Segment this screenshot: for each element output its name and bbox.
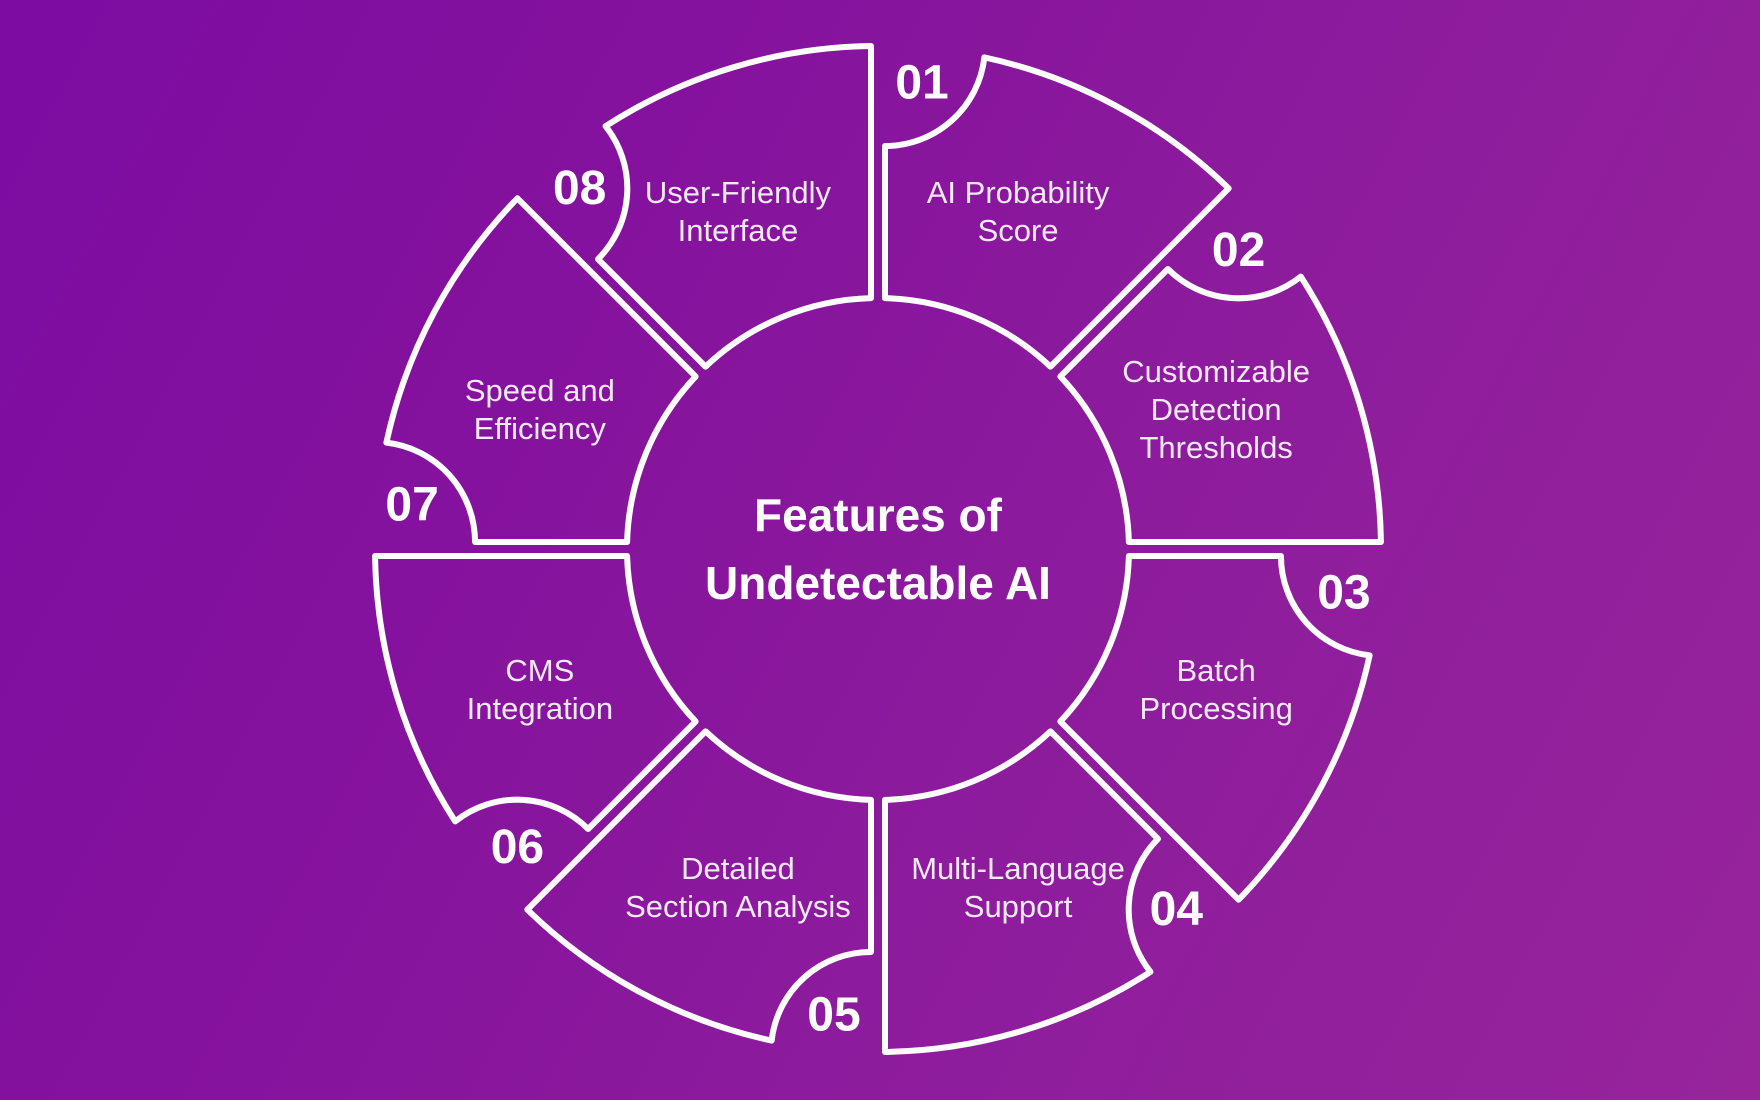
segment-01-shape (882, 54, 1232, 370)
segment-07-number: 07 (385, 478, 438, 531)
segment-04-number: 04 (1150, 883, 1204, 936)
segment-02-shape (1057, 266, 1384, 545)
center-title-line-1: Features of (754, 489, 1003, 541)
segment-05-shape (524, 728, 874, 1044)
segment-05-number: 05 (807, 988, 860, 1041)
segment-03-number: 03 (1317, 567, 1370, 620)
segment-07-shape (383, 195, 699, 545)
segment-02-number: 02 (1212, 224, 1265, 277)
segment-04-shape (882, 728, 1161, 1055)
segment-01-number: 01 (895, 57, 948, 110)
segment-06-number: 06 (491, 821, 544, 874)
segment-08-shape (595, 43, 874, 370)
segment-08-number: 08 (553, 162, 606, 215)
segment-06-shape (372, 553, 699, 832)
center-title: Features of Undetectable AI (705, 489, 1051, 609)
segment-03-shape (1057, 553, 1373, 903)
center-title-line-2: Undetectable AI (705, 557, 1051, 609)
